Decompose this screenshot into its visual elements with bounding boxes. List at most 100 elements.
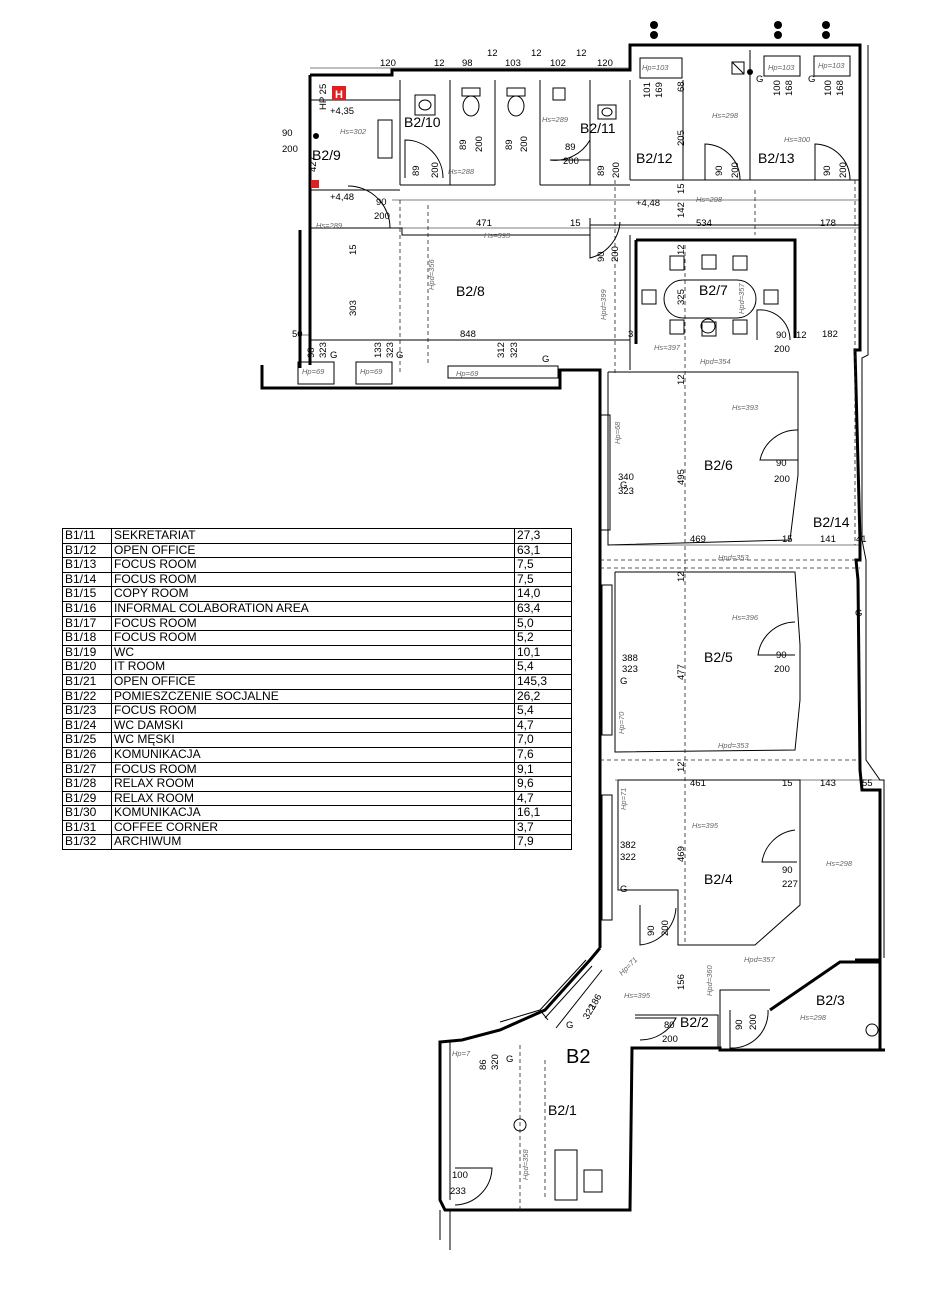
dim-41: 41 [856, 534, 867, 545]
door-89-v2: 89 [458, 139, 469, 150]
note-hpd-353b: Hpd=353 [718, 741, 749, 750]
door-200-v1: 200 [660, 920, 671, 936]
note-hpd-360: Hpd=360 [705, 965, 714, 996]
dim-182: 182 [822, 329, 838, 340]
dim-141: 141 [820, 534, 836, 545]
win-323b: 323 [622, 664, 638, 675]
room-label-b2-12: B2/12 [636, 150, 673, 166]
room-code: B1/24 [62, 717, 112, 734]
note-hpd-358: Hpd=358 [521, 1149, 530, 1180]
room-area: 14,0 [514, 586, 572, 602]
room-label-b2-6: B2/6 [704, 457, 733, 473]
dim-15d: 15 [782, 534, 793, 545]
dim-534: 534 [696, 218, 712, 229]
door-89-a: 89 [565, 142, 576, 153]
note-hs-396: Hs=396 [732, 613, 759, 622]
dim-471: 471 [476, 218, 492, 229]
note-hs-298d: Hs=298 [800, 1013, 827, 1022]
room-code: B1/25 [62, 732, 112, 748]
hp-25: HP 25 [318, 84, 329, 110]
win-323d: 323 [318, 342, 329, 358]
room-labels: B2 B2/1 B2/2 B2/3 B2/4 B2/5 B2/6 B2/7 B2… [312, 114, 850, 1118]
room-code: B1/16 [62, 600, 112, 617]
dim-461: 461 [690, 778, 706, 789]
room-code: B1/26 [62, 746, 112, 763]
door-200-v9: 200 [610, 246, 621, 262]
room-label-b2-1: B2/1 [548, 1102, 577, 1118]
room-label-b2-5: B2/5 [704, 649, 733, 665]
room-code: B1/19 [62, 644, 112, 661]
dim-top-12d: 12 [576, 48, 587, 59]
dim-top-12c: 12 [531, 48, 542, 59]
note-g9: G [756, 74, 763, 85]
win-101: 101 [642, 82, 653, 98]
note-hs-395a: Hs=395 [692, 821, 719, 830]
note-hp-68: Hp=68 [613, 421, 622, 444]
room-area: 4,7 [514, 790, 572, 807]
room-code: B1/13 [62, 557, 112, 573]
room-area: 7,9 [514, 834, 572, 851]
room-code: B1/32 [62, 834, 112, 851]
door-200-b27: 200 [774, 344, 790, 355]
dim-50: 50 [292, 329, 303, 340]
room-area: 5,4 [514, 703, 572, 719]
note-hp-7: Hp=7 [452, 1049, 471, 1058]
dim-427: 427 [308, 156, 319, 172]
level-448a: +4,48 [330, 192, 354, 203]
room-code: B1/21 [62, 673, 112, 690]
room-name: WC [111, 644, 515, 661]
dim-469: 469 [690, 534, 706, 545]
dim-178: 178 [820, 218, 836, 229]
door-80-b22: 80 [664, 1020, 675, 1031]
note-hs-289b: Hs=289 [542, 115, 569, 124]
zone-label: B2 [566, 1046, 590, 1068]
door-90-b25: 90 [776, 650, 787, 661]
dim-top-120: 120 [380, 58, 396, 69]
note-g10: G [808, 74, 815, 85]
room-code: B1/14 [62, 571, 112, 588]
note-hpd-354: Hpd=354 [700, 357, 731, 366]
win-340: 340 [618, 472, 634, 483]
note-hpd-353a: Hpd=353 [718, 553, 749, 562]
door-90-v3: 90 [714, 165, 725, 176]
door-89-v3: 89 [504, 139, 515, 150]
room-code: B1/12 [62, 542, 112, 559]
note-hs-397: Hs=397 [654, 343, 681, 352]
note-hs-302: Hs=302 [340, 127, 367, 136]
door-90-v5: 90 [596, 251, 607, 262]
wc-fixtures [414, 87, 617, 120]
door-200-b29: 200 [282, 144, 298, 155]
dim-top-98: 98 [462, 58, 473, 69]
room-code: B1/17 [62, 615, 112, 632]
door-200-v8: 200 [838, 162, 849, 178]
note-hp-71b: Hp=71 [617, 955, 639, 977]
note-hs-395b: Hs=395 [624, 991, 651, 1000]
room-label-b2-10: B2/10 [404, 114, 441, 130]
room-area: 5,0 [514, 615, 572, 632]
door-90-b24: 90 [782, 865, 793, 876]
door-200-a: 200 [563, 156, 579, 167]
note-hs-298b: Hs=298 [696, 195, 723, 204]
dim-top-103: 103 [505, 58, 521, 69]
dim-top-120b: 120 [597, 58, 613, 69]
room-label-b2-14: B2/14 [813, 514, 850, 530]
door-200-v2: 200 [748, 1014, 759, 1030]
win-312: 312 [496, 342, 507, 358]
